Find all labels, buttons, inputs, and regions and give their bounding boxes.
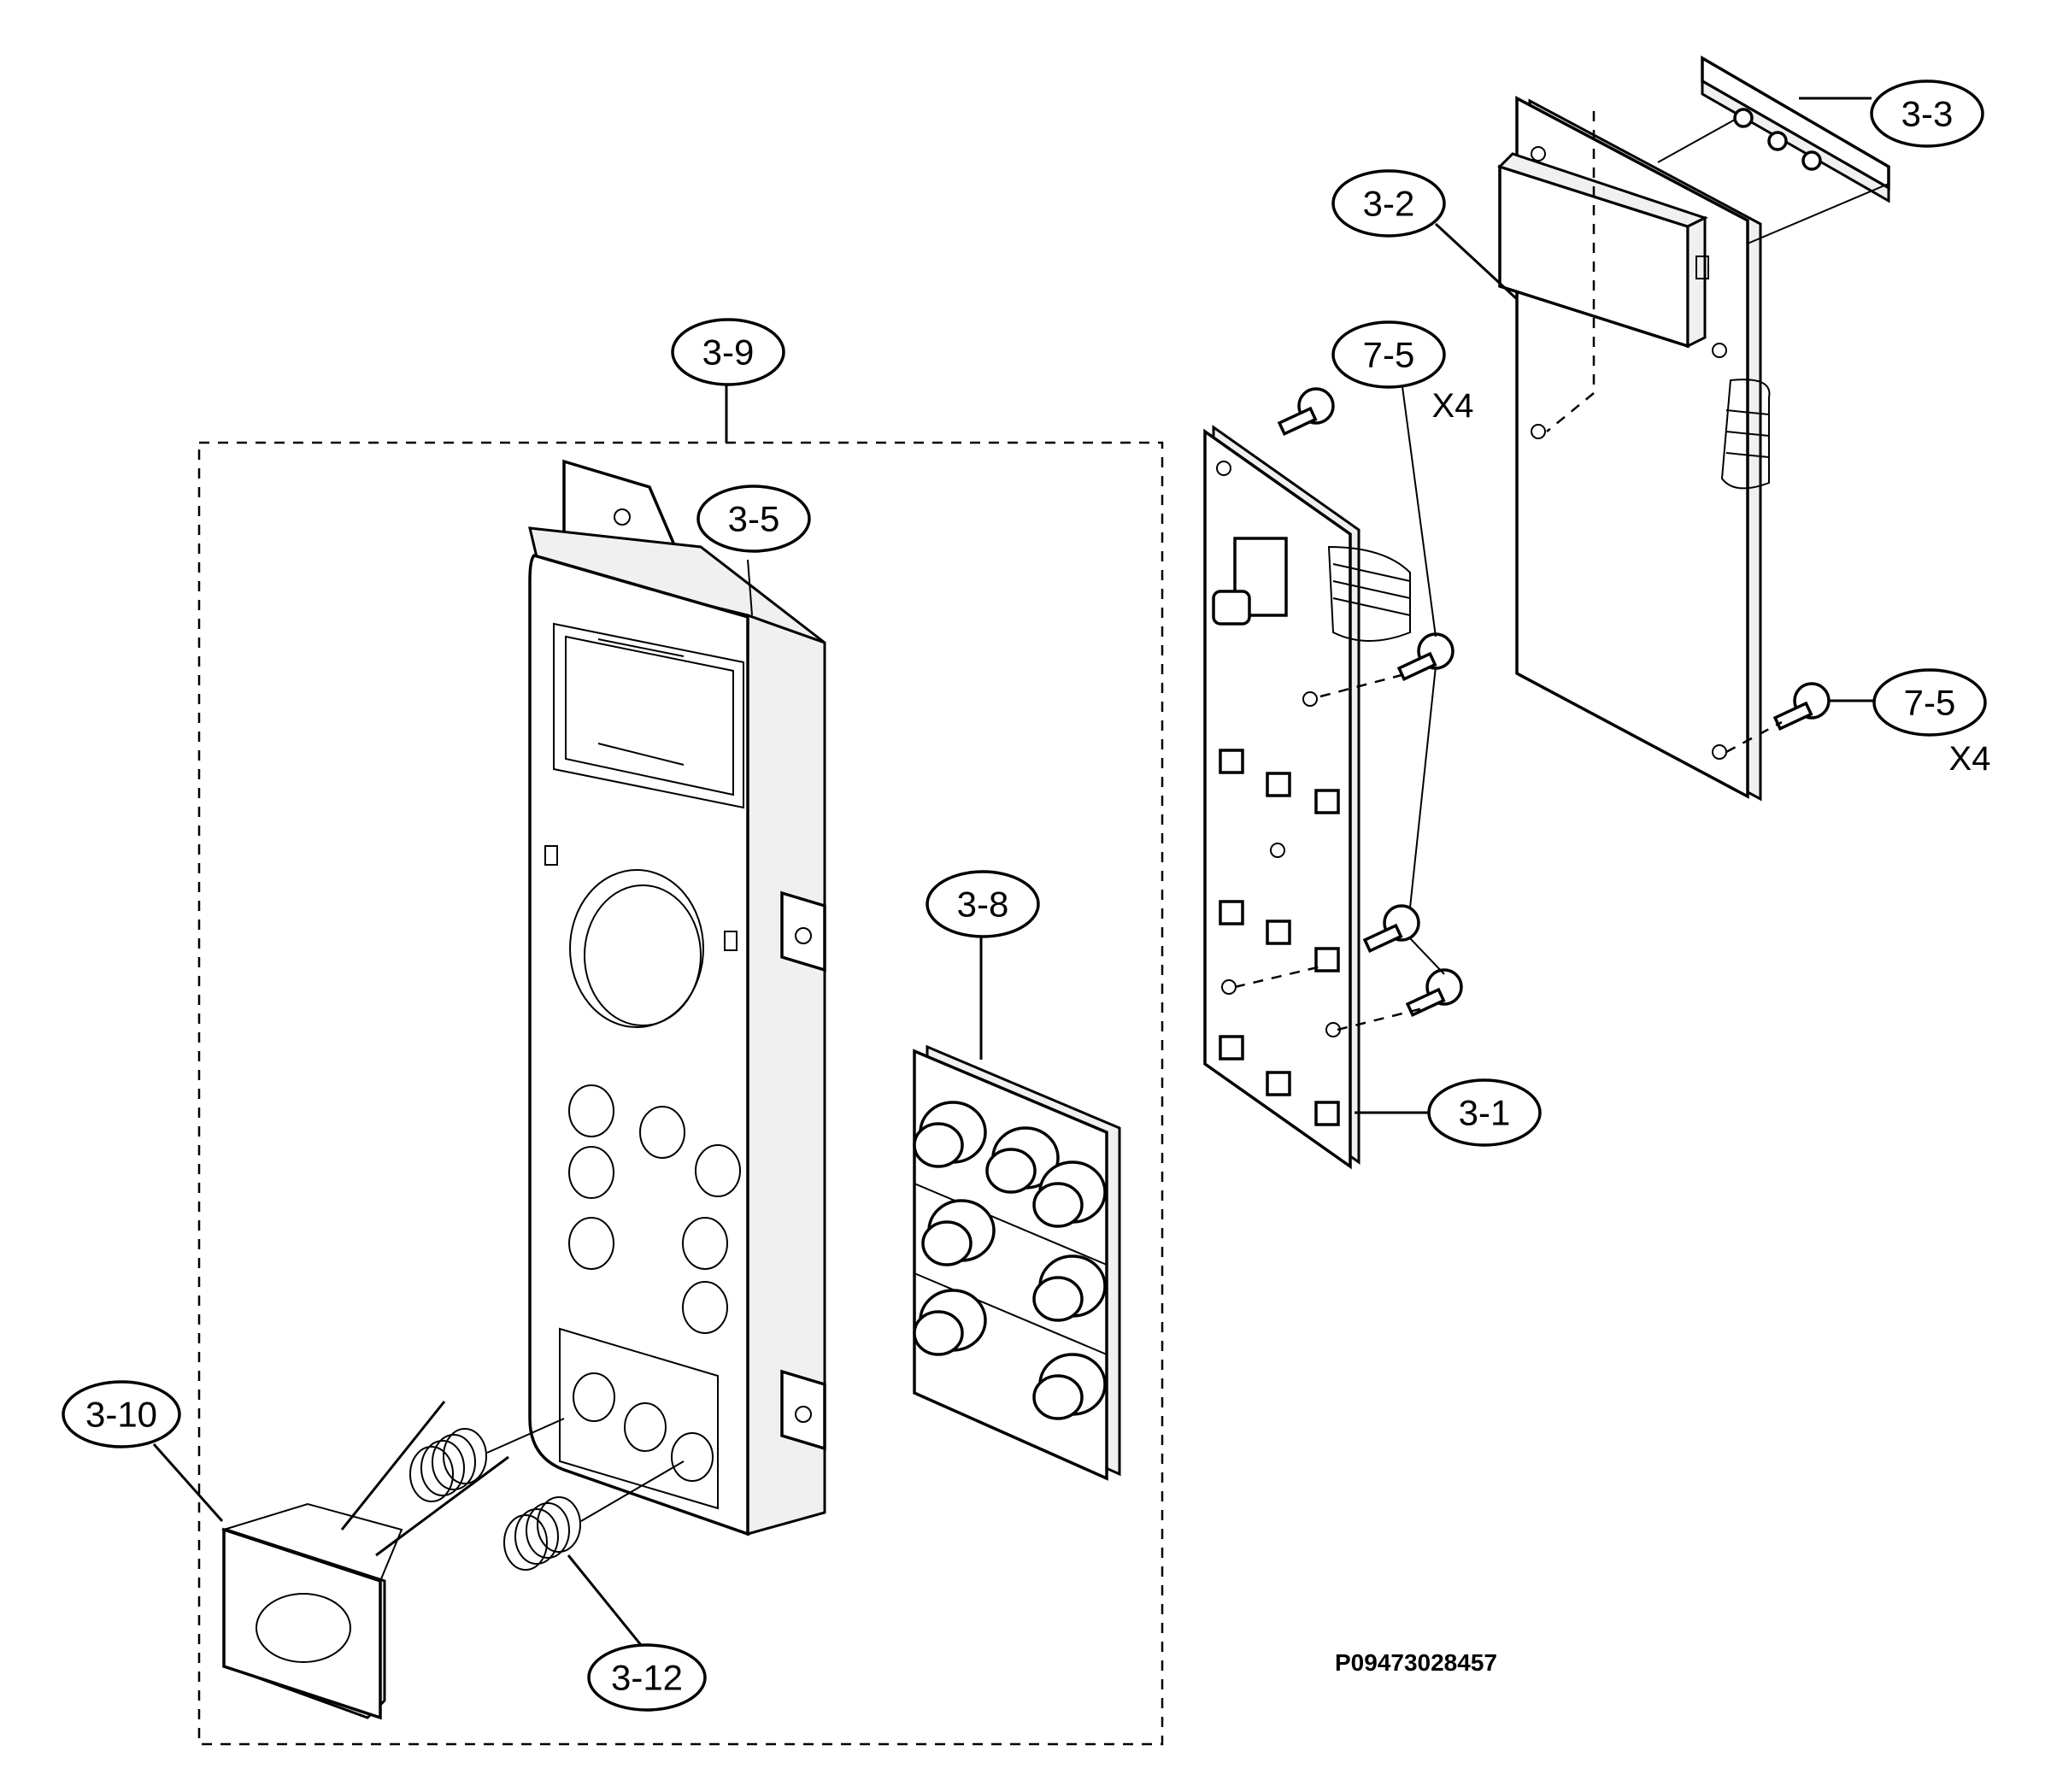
svg-text:3-8: 3-8 bbox=[957, 884, 1009, 925]
svg-text:3-3: 3-3 bbox=[1901, 94, 1954, 134]
callout-3-3: 3-3 bbox=[1870, 79, 1984, 148]
document-id: P09473028457 bbox=[1335, 1649, 1497, 1676]
svg-text:3-9: 3-9 bbox=[702, 332, 755, 373]
svg-text:7-5: 7-5 bbox=[1363, 335, 1415, 375]
svg-text:3-10: 3-10 bbox=[85, 1395, 157, 1435]
display-pcb bbox=[1497, 96, 1771, 802]
leader-3-10 bbox=[152, 1443, 224, 1522]
svg-text:3-5: 3-5 bbox=[728, 499, 780, 539]
callout-7-5-right: 7-5 bbox=[1872, 668, 1987, 737]
spring-upper bbox=[409, 1418, 565, 1502]
callout-3-9: 3-9 bbox=[671, 318, 785, 386]
led-bracket bbox=[1657, 55, 1890, 244]
callout-3-2: 3-2 bbox=[1331, 169, 1446, 238]
leader-3-5 bbox=[747, 559, 753, 616]
svg-text:3-1: 3-1 bbox=[1459, 1093, 1511, 1133]
front-panel-housing bbox=[528, 459, 826, 1536]
callout-7-5-top: 7-5 bbox=[1331, 320, 1446, 389]
button-membrane bbox=[913, 1044, 1121, 1481]
callout-3-5: 3-5 bbox=[696, 485, 811, 553]
assembly-boundary-3-9 bbox=[197, 441, 1164, 1746]
quantity-label-right: X4 bbox=[1949, 740, 1991, 778]
svg-text:3-2: 3-2 bbox=[1363, 184, 1415, 224]
callout-3-8: 3-8 bbox=[926, 870, 1040, 938]
control-pcb bbox=[1203, 425, 1411, 1170]
screw-set-top bbox=[1234, 379, 1463, 1031]
leader-3-2 bbox=[1434, 222, 1519, 301]
knob bbox=[220, 1401, 509, 1720]
spring-lower bbox=[503, 1460, 685, 1571]
callout-3-10: 3-10 bbox=[62, 1380, 181, 1448]
callout-3-1: 3-1 bbox=[1427, 1078, 1542, 1147]
svg-text:3-12: 3-12 bbox=[611, 1658, 683, 1698]
quantity-label-top: X4 bbox=[1432, 387, 1474, 425]
svg-text:7-5: 7-5 bbox=[1904, 683, 1956, 723]
callout-3-12: 3-12 bbox=[587, 1643, 707, 1712]
